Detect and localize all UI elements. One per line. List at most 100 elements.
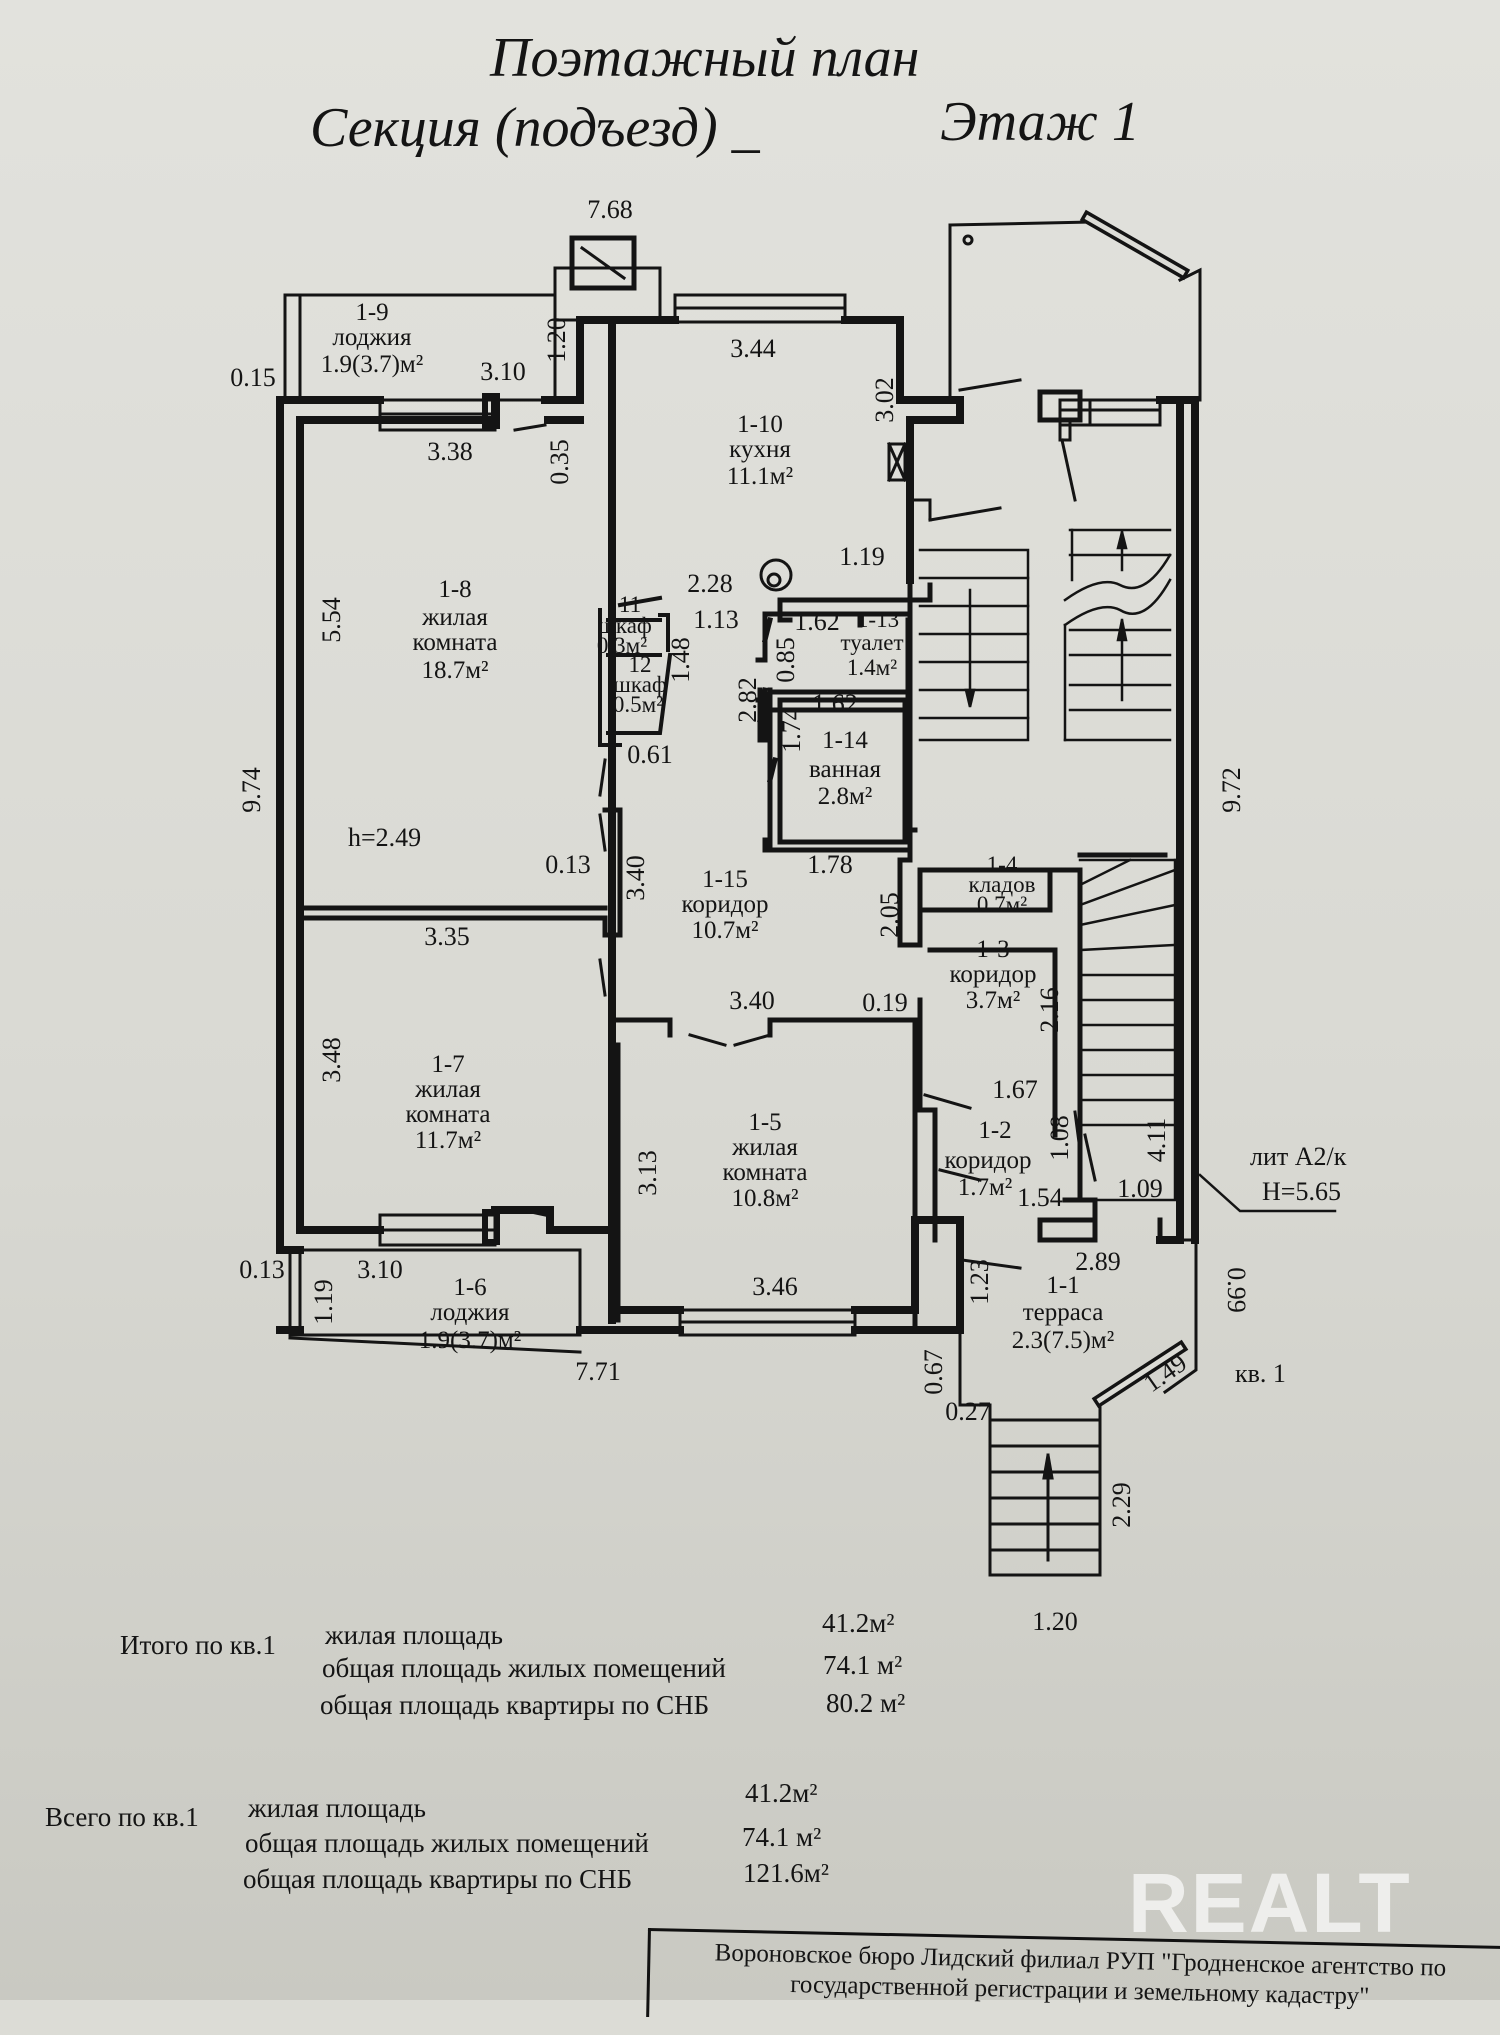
dim-closet-148: 1.48 xyxy=(666,637,695,683)
dim-bath-174: 1.74 xyxy=(777,707,806,753)
itogo-value-1: 41.2м² xyxy=(822,1608,895,1638)
room-12-area: 0.5м² xyxy=(613,692,663,717)
room-1-5-id: 1-5 xyxy=(748,1109,781,1136)
vsego-value-3: 121.6м² xyxy=(743,1858,829,1888)
itogo-label-3: общая площадь квартиры по СНБ xyxy=(320,1690,710,1720)
bureau-stamp: Вороновское бюро Лидский филиал РУП "Гро… xyxy=(646,1928,1500,2035)
room-1-15-name: коридор xyxy=(682,891,769,918)
itogo-value-2: 74.1 м² xyxy=(823,1650,903,1680)
dim-c3-167: 1.67 xyxy=(992,1075,1038,1104)
room-11-id: 11 xyxy=(619,592,641,617)
apartment-label: кв. 1 xyxy=(1235,1359,1286,1388)
dim-r5-top: 3.40 xyxy=(729,986,775,1015)
dim-ter-067: 0.67 xyxy=(919,1349,948,1395)
room-1-13-area: 1.4м² xyxy=(847,655,897,680)
dim-top-overall: 7.68 xyxy=(587,195,633,224)
itogo-label-2: общая площадь жилых помещений xyxy=(322,1653,726,1683)
dim-ter-123: 1.23 xyxy=(965,1259,994,1305)
room-1-5-name1: жилая xyxy=(731,1134,798,1161)
room-1-6-name: лоджия xyxy=(430,1299,510,1326)
dim-steps-120: 1.20 xyxy=(1032,1607,1078,1636)
dim-r8-len: 5.54 xyxy=(317,597,346,643)
dim-r5-019: 0.19 xyxy=(862,988,908,1017)
dim-kitchen-len: 3.02 xyxy=(870,377,899,423)
room-1-8-area: 18.7м² xyxy=(421,657,488,684)
height-note: h=2.49 xyxy=(348,823,421,852)
room-1-3-area: 3.7м² xyxy=(966,987,1021,1014)
room-1-1-id: 1-1 xyxy=(1046,1272,1079,1299)
dim-bath-162: 1.62 xyxy=(812,689,858,718)
dim-kitchen-small: 1.19 xyxy=(839,542,885,571)
dim-corr-178: 1.78 xyxy=(807,850,853,879)
section-label: Секция (подъезд) _ xyxy=(310,97,760,159)
vsego-label-2: общая площадь жилых помещений xyxy=(245,1828,649,1858)
dim-corr-113: 1.13 xyxy=(693,605,739,634)
room-1-13-id: 1-13 xyxy=(857,607,899,632)
room-1-3-name: коридор xyxy=(950,961,1037,988)
dim-r7-width: 3.35 xyxy=(424,922,470,951)
dim-loggia9-len: 3.10 xyxy=(480,357,526,386)
staircase xyxy=(918,528,1337,1213)
vsego-label-3: общая площадь квартиры по СНБ xyxy=(243,1864,633,1894)
dim-corr-205: 2.05 xyxy=(875,892,904,938)
page-title: Поэтажный план xyxy=(490,27,920,89)
room-1-13-name: туалет xyxy=(840,630,903,655)
room-1-6-id: 1-6 xyxy=(453,1274,486,1301)
dim-wc-162: 1.62 xyxy=(794,607,840,636)
lit-height: H=5.65 xyxy=(1262,1177,1341,1206)
dim-c2-154: 1.54 xyxy=(1017,1183,1063,1212)
room-1-7-name1: жилая xyxy=(414,1076,481,1103)
dim-bottom-overall: 7.71 xyxy=(575,1357,621,1386)
room-1-8-name2: комната xyxy=(413,629,498,656)
dim-corr-013: 0.13 xyxy=(545,850,591,879)
dim-c3-216: 2.16 xyxy=(1035,987,1064,1033)
dim-closet-061: 0.61 xyxy=(627,740,673,769)
room-1-1-name: терраса xyxy=(1023,1299,1104,1326)
dim-stair-411: 4.11 xyxy=(1142,1118,1171,1163)
room-1-4-name: кладов xyxy=(969,872,1036,897)
room-1-10-name: кухня xyxy=(729,436,791,463)
closet-walls xyxy=(598,595,673,747)
room-1-15-id: 1-15 xyxy=(702,866,748,893)
room-1-3-id: 1-3 xyxy=(976,936,1009,963)
room-1-1-area: 2.3(7.5)м² xyxy=(1012,1327,1114,1354)
dim-r5-len: 3.13 xyxy=(633,1150,662,1196)
room-11-area: 0.3м² xyxy=(597,633,647,658)
realt-watermark-logo: REALT xyxy=(1128,1856,1412,1950)
room-1-2-area: 1.7м² xyxy=(958,1174,1013,1201)
dim-left-overall: 9.74 xyxy=(237,767,266,813)
vsego-label-1: жилая площадь xyxy=(248,1793,426,1823)
dim-ter-027: 0.27 xyxy=(945,1397,991,1426)
room-1-5-name2: комната xyxy=(723,1159,808,1186)
dim-r5-width: 3.46 xyxy=(752,1272,798,1301)
room-1-15-area: 10.7м² xyxy=(691,917,758,944)
interior-walls xyxy=(297,417,1168,1333)
room-1-6-area: 1.9(3.7)м² xyxy=(419,1327,521,1354)
room-1-10-id: 1-10 xyxy=(737,411,783,438)
dim-c2-108: 1.08 xyxy=(1045,1115,1074,1161)
dim-kitchen-width: 3.44 xyxy=(730,334,776,363)
room-1-9-area: 1.9(3.7)м² xyxy=(321,351,423,378)
dim-right-overall: 9.72 xyxy=(1217,767,1246,813)
dim-corr-340v: 3.40 xyxy=(621,855,650,901)
itogo-prefix: Итого по кв.1 xyxy=(120,1630,276,1660)
room-1-2-id: 1-2 xyxy=(978,1117,1011,1144)
dim-loggia9-offset: 0.15 xyxy=(230,363,276,392)
dim-corr-282: 2.82 xyxy=(733,677,762,723)
room-1-14-name: ванная xyxy=(809,756,881,783)
floor-label: Этаж 1 xyxy=(940,91,1140,153)
thin-lines xyxy=(283,209,1202,1577)
room-1-9-name: лоджия xyxy=(332,324,412,351)
dim-steps-229: 2.29 xyxy=(1107,1482,1136,1528)
room-1-7-area: 11.7м² xyxy=(415,1127,481,1154)
dim-loggia6-len: 3.10 xyxy=(357,1255,403,1284)
room-1-2-name: коридор xyxy=(945,1147,1032,1174)
vsego-value-2: 74.1 м² xyxy=(742,1822,822,1852)
room-12-id: 12 xyxy=(629,652,652,677)
room-11-name: шкаф xyxy=(598,613,652,638)
room-1-7-name2: комната xyxy=(406,1101,491,1128)
room-1-4-area: 0.7м² xyxy=(977,892,1027,917)
room-12-name: шкаф xyxy=(613,672,667,697)
